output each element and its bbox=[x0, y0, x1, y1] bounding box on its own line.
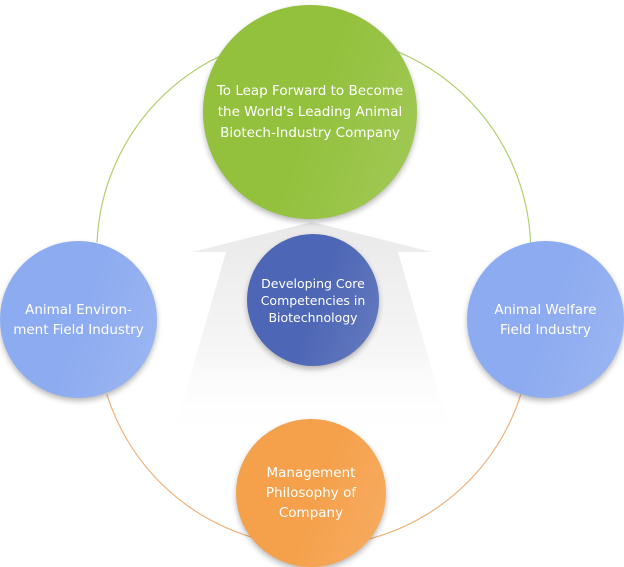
animal-environment-line-2: ment Field Industry bbox=[13, 321, 144, 338]
management-philosophy-line-3: Company bbox=[278, 505, 344, 521]
core-competencies-circle: Developing Core Competencies in Biotechn… bbox=[247, 234, 379, 366]
animal-welfare-circle: Animal Welfare Field Industry bbox=[467, 241, 624, 398]
core-competencies-line-1: Developing Core bbox=[261, 275, 365, 291]
management-philosophy-label: Management Philosophy of Company bbox=[266, 463, 356, 523]
management-philosophy-line-1: Management bbox=[266, 465, 356, 481]
core-competencies-label: Developing Core Competencies in Biotechn… bbox=[261, 275, 366, 326]
animal-welfare-label: Animal Welfare Field Industry bbox=[494, 300, 596, 340]
core-competencies-line-2: Competencies in bbox=[260, 292, 366, 308]
management-philosophy-line-2: Philosophy of bbox=[265, 485, 357, 501]
vision-line-3: Biotech-Industry Company bbox=[220, 124, 400, 141]
management-philosophy-circle: Management Philosophy of Company bbox=[236, 419, 386, 567]
core-competencies-line-3: Biotechnology bbox=[268, 309, 358, 325]
vision-circle: To Leap Forward to Become the World's Le… bbox=[203, 5, 417, 219]
vision-label: To Leap Forward to Become the World's Le… bbox=[217, 81, 403, 144]
vision-line-2: the World's Leading Animal bbox=[217, 103, 403, 120]
animal-environment-label: Animal Environ- ment Field Industry bbox=[13, 300, 144, 340]
vision-line-1: To Leap Forward to Become bbox=[216, 82, 404, 99]
animal-welfare-line-2: Field Industry bbox=[500, 321, 591, 338]
animal-welfare-line-1: Animal Welfare bbox=[494, 301, 597, 318]
animal-environment-circle: Animal Environ- ment Field Industry bbox=[0, 241, 157, 398]
animal-environment-line-1: Animal Environ- bbox=[25, 301, 132, 318]
